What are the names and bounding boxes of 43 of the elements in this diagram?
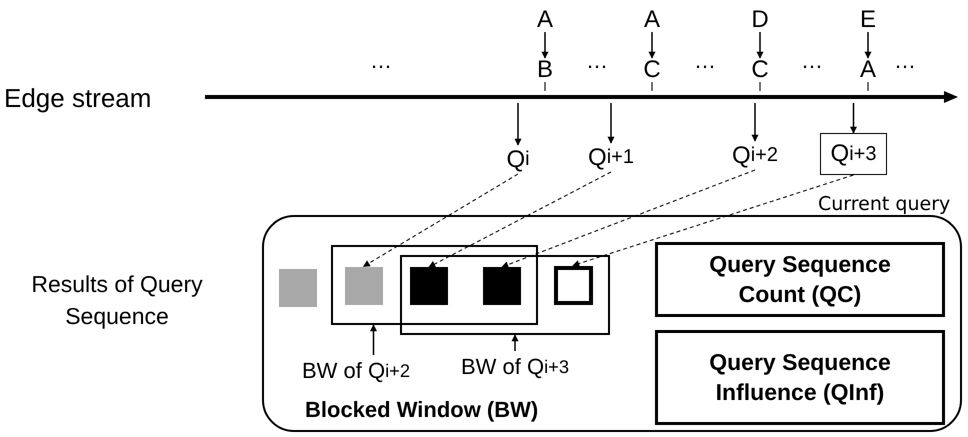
row-title: Results of Query Sequence bbox=[30, 270, 204, 332]
dashed-arrow bbox=[572, 174, 854, 267]
ellipsis: … bbox=[894, 48, 916, 74]
arrow bbox=[648, 32, 656, 59]
arrow bbox=[850, 103, 857, 134]
arrow bbox=[608, 103, 614, 144]
current-query-label: Current query bbox=[818, 193, 950, 215]
arrow bbox=[752, 103, 758, 142]
vertex-label: A bbox=[640, 8, 664, 32]
arrow bbox=[756, 32, 764, 59]
vertex-label: D bbox=[748, 8, 772, 32]
ellipsis: … bbox=[370, 48, 392, 74]
leader-arrow bbox=[512, 334, 518, 351]
arrow bbox=[864, 32, 872, 59]
window-frame bbox=[400, 255, 610, 335]
vertex-label: A bbox=[856, 58, 880, 82]
window-frame bbox=[331, 245, 538, 325]
vertex-label: C bbox=[640, 58, 664, 82]
vertex-label: C bbox=[748, 58, 772, 82]
vertex-label: B bbox=[533, 58, 557, 82]
dashed-arrow bbox=[428, 172, 612, 268]
metric-box: Query Sequence Count (QC) bbox=[655, 242, 945, 317]
stream-arrow bbox=[205, 91, 958, 103]
result-square bbox=[483, 267, 521, 305]
dashed-arrow bbox=[362, 174, 518, 267]
result-square bbox=[554, 266, 592, 304]
leader-arrow bbox=[370, 324, 377, 355]
dashed-arrow bbox=[501, 170, 756, 268]
arrow bbox=[542, 32, 548, 59]
results-panel bbox=[262, 215, 962, 432]
stream-label: Edge stream bbox=[4, 83, 152, 114]
vertex-label: A bbox=[533, 8, 557, 32]
ellipsis: … bbox=[694, 48, 716, 74]
section-title: Blocked Window (BW) bbox=[305, 397, 538, 423]
metric-box: Query Sequence Influence (QInf) bbox=[655, 330, 945, 425]
result-square bbox=[279, 269, 317, 307]
ellipsis: … bbox=[586, 48, 608, 74]
result-square bbox=[410, 267, 448, 305]
ellipsis: … bbox=[801, 48, 823, 74]
vertex-label: E bbox=[856, 8, 880, 32]
arrow bbox=[514, 103, 522, 146]
tick-line bbox=[544, 82, 546, 92]
result-square bbox=[344, 266, 382, 304]
